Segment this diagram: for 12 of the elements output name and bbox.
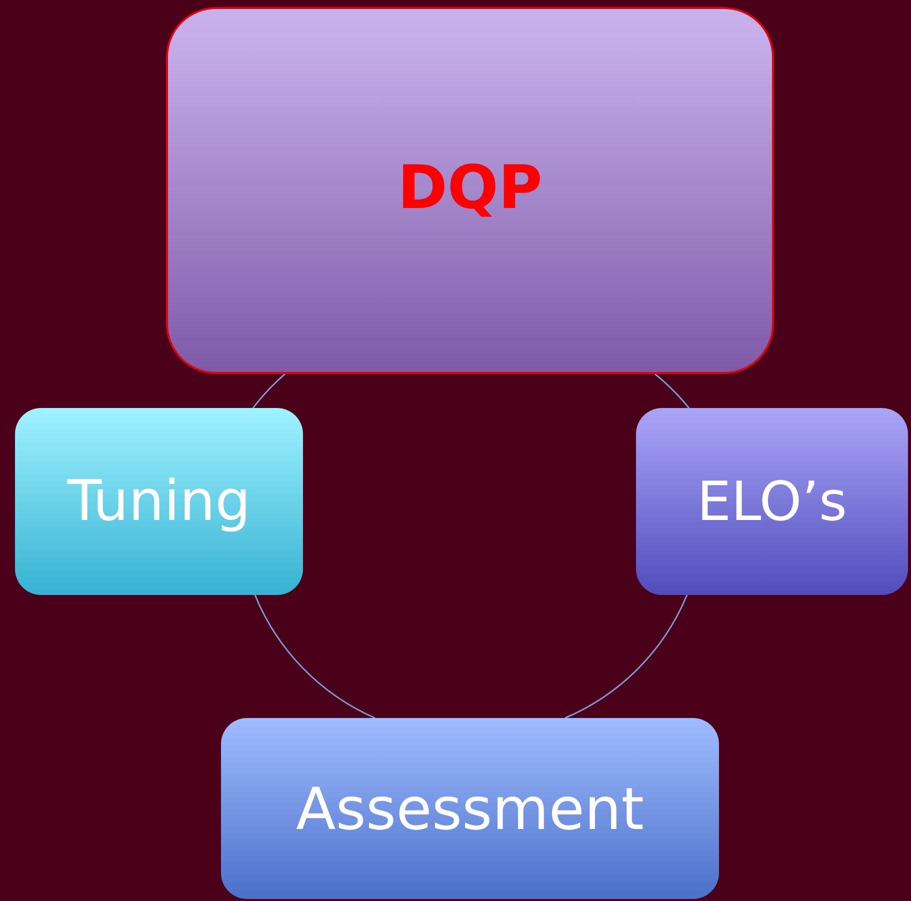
box-label: Tuning: [67, 469, 251, 534]
rounded-box: [15, 408, 303, 595]
connector-arc: [564, 594, 688, 719]
connector-arc: [654, 373, 690, 408]
box-label: DQP: [398, 152, 542, 222]
rounded-box: [636, 408, 908, 595]
rounded-box: [166, 7, 774, 374]
connector-arc: [252, 373, 286, 408]
rounded-box: [221, 718, 719, 899]
box-label: ELO’s: [696, 470, 848, 533]
box-label: Assessment: [296, 774, 644, 842]
connector-arc: [254, 594, 376, 719]
